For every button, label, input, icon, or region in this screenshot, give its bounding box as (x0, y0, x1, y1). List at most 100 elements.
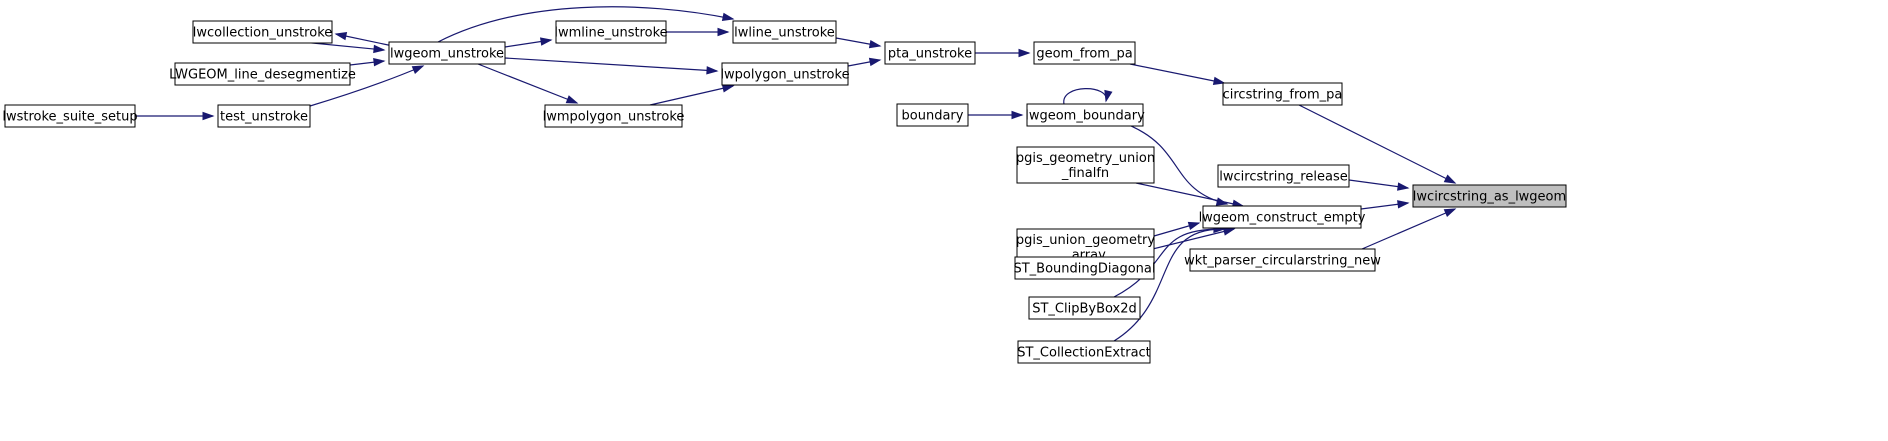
edge-arrowhead (1011, 110, 1024, 120)
node-lwcircstring_as_lwgeom[interactable]: lwcircstring_as_lwgeom (1412, 184, 1567, 208)
node-box (1014, 256, 1155, 280)
edge-lwline_unstroke-to-pta_unstroke (835, 37, 882, 49)
edge-wkt_parser_circularstring_new-to-lwcircstring_as_lwgeom (1361, 208, 1457, 250)
node-label: LWGEOM_line_desegmentize (169, 68, 356, 83)
edge-line (1298, 104, 1456, 184)
node-ST_BoundingDiagonal[interactable]: ST_BoundingDiagonal (1013, 256, 1156, 280)
node-label: pta_unstroke (888, 47, 972, 62)
node-box (555, 20, 667, 44)
node-wkt_parser_circularstring_new[interactable]: wkt_parser_circularstring_new (1184, 248, 1381, 272)
edge-arrowhead (334, 32, 348, 41)
node-lwgeom_unstroke[interactable]: lwgeom_unstroke (388, 41, 506, 65)
node-label: pgis_geometry_union (1016, 151, 1155, 166)
edge-test_unstroke-to-lwgeom_unstroke (309, 65, 425, 107)
edge-lwgeom_unstroke-to-lwpolygon_unstroke (504, 57, 719, 75)
node-box (1222, 82, 1343, 106)
node-label: _finalfn (1061, 166, 1109, 181)
edge-line (1113, 228, 1225, 342)
node-box (388, 41, 506, 65)
node-lwcollection_unstroke[interactable]: lwcollection_unstroke (192, 20, 333, 44)
edge-arrowhead (539, 37, 553, 46)
edge-lwgeom_unstroke-to-lwcollection_unstroke (334, 32, 394, 47)
edge-lwstroke_suite_setup-to-test_unstroke (135, 111, 215, 121)
edge-line (1361, 208, 1456, 250)
edge-line (504, 57, 718, 72)
node-pta_unstroke[interactable]: pta_unstroke (884, 41, 976, 65)
edge-arrowhead (1397, 200, 1410, 209)
edge-arrowhead (721, 84, 735, 93)
node-label: ST_ClipByBox2d (1032, 302, 1137, 317)
node-label: lwstroke_suite_setup (2, 110, 137, 125)
node-label: test_unstroke (220, 110, 308, 125)
node-lwmline_unstroke[interactable]: lwmline_unstroke (554, 20, 668, 44)
node-box (732, 20, 837, 44)
node-box (884, 41, 976, 65)
node-lwcircstring_release[interactable]: lwcircstring_release (1217, 164, 1350, 188)
edge-line (1113, 228, 1225, 298)
node-circstring_from_pa[interactable]: circstring_from_pa (1222, 82, 1343, 106)
edge-arrowhead (706, 66, 719, 75)
node-ST_CollectionExtract[interactable]: ST_CollectionExtract (1017, 340, 1151, 364)
nodes-layer: lwcircstring_as_lwgeom circstring_from_pa… (2, 20, 1567, 364)
node-box (1017, 340, 1151, 364)
edge-line (1130, 125, 1228, 205)
edge-arrowhead (868, 39, 882, 49)
node-box (1217, 164, 1350, 188)
node-lwstroke_suite_setup[interactable]: lwstroke_suite_setup (2, 104, 138, 128)
node-label: wkt_parser_circularstring_new (1184, 254, 1381, 269)
node-label: lwcircstring_as_lwgeom (1413, 190, 1566, 205)
edge-lwgeom_unstroke-to-lwmline_unstroke (504, 37, 553, 48)
edge-lwmline_unstroke-to-lwline_unstroke (666, 27, 730, 37)
node-box (1202, 205, 1362, 229)
edge-arrowhead (373, 44, 386, 54)
node-box (1016, 146, 1155, 184)
edge-lwcircstring_release-to-lwcircstring_as_lwgeom (1348, 179, 1410, 191)
node-test_unstroke[interactable]: test_unstroke (217, 104, 311, 128)
node-label: lwgeom_boundary (1025, 109, 1145, 124)
node-geom_from_pa[interactable]: geom_from_pa (1033, 41, 1136, 65)
edge-arrowhead (868, 57, 882, 67)
node-box (4, 104, 136, 128)
edge-line (649, 85, 734, 106)
node-box (1026, 103, 1144, 127)
edge-line (437, 6, 734, 43)
node-lwmpolygon_unstroke[interactable]: lwmpolygon_unstroke (543, 104, 685, 128)
edge-LWGEOM_line_desegmentize-to-lwgeom_unstroke (349, 58, 386, 67)
edge-line (309, 65, 424, 107)
node-lwgeom_construct_empty[interactable]: lwgeom_construct_empty (1199, 205, 1366, 229)
node-label: lwmpolygon_unstroke (543, 110, 685, 125)
edge-boundary-to-lwgeom_boundary (968, 110, 1024, 120)
node-label: boundary (902, 109, 964, 124)
node-boundary[interactable]: boundary (896, 103, 969, 127)
node-label: geom_from_pa (1036, 47, 1132, 62)
node-box (721, 62, 849, 86)
edge-arrowhead (1443, 208, 1457, 218)
node-label: lwcollection_unstroke (193, 26, 333, 41)
edge-arrowhead (202, 111, 215, 121)
edges-layer (135, 6, 1457, 342)
node-label: lwpolygon_unstroke (720, 68, 849, 83)
edge-line (1129, 63, 1225, 84)
node-pgis_geometry_union_finalfn[interactable]: pgis_geometry_union_finalfn (1016, 146, 1155, 184)
edge-lwgeom_boundary-to-lwgeom_boundary (1063, 88, 1113, 105)
node-label: pgis_union_geometry (1016, 233, 1155, 248)
edge-lwmpolygon_unstroke-to-lwpolygon_unstroke (649, 84, 735, 106)
edge-lwgeom_construct_empty-to-lwcircstring_as_lwgeom (1360, 200, 1410, 210)
node-lwpolygon_unstroke[interactable]: lwpolygon_unstroke (720, 62, 850, 86)
node-lwgeom_boundary[interactable]: lwgeom_boundary (1025, 103, 1145, 127)
node-label: lwgeom_construct_empty (1199, 211, 1366, 226)
edge-lwgeom_unstroke-to-lwline_unstroke (437, 6, 735, 43)
node-label: circstring_from_pa (1223, 88, 1343, 103)
edge-pta_unstroke-to-geom_from_pa (975, 48, 1031, 58)
edge-arrowhead (373, 58, 386, 67)
node-box (217, 104, 311, 128)
edge-lwgeom_unstroke-to-lwmpolygon_unstroke (477, 63, 579, 104)
node-ST_ClipByBox2d[interactable]: ST_ClipByBox2d (1028, 296, 1141, 320)
edge-lwcollection_unstroke-to-lwgeom_unstroke (301, 41, 386, 54)
node-label: lwmline_unstroke (554, 26, 667, 41)
node-label: ST_CollectionExtract (1017, 346, 1151, 361)
node-LWGEOM_line_desegmentize[interactable]: LWGEOM_line_desegmentize (169, 62, 356, 86)
edge-line (477, 63, 578, 104)
node-lwline_unstroke[interactable]: lwline_unstroke (732, 20, 837, 44)
